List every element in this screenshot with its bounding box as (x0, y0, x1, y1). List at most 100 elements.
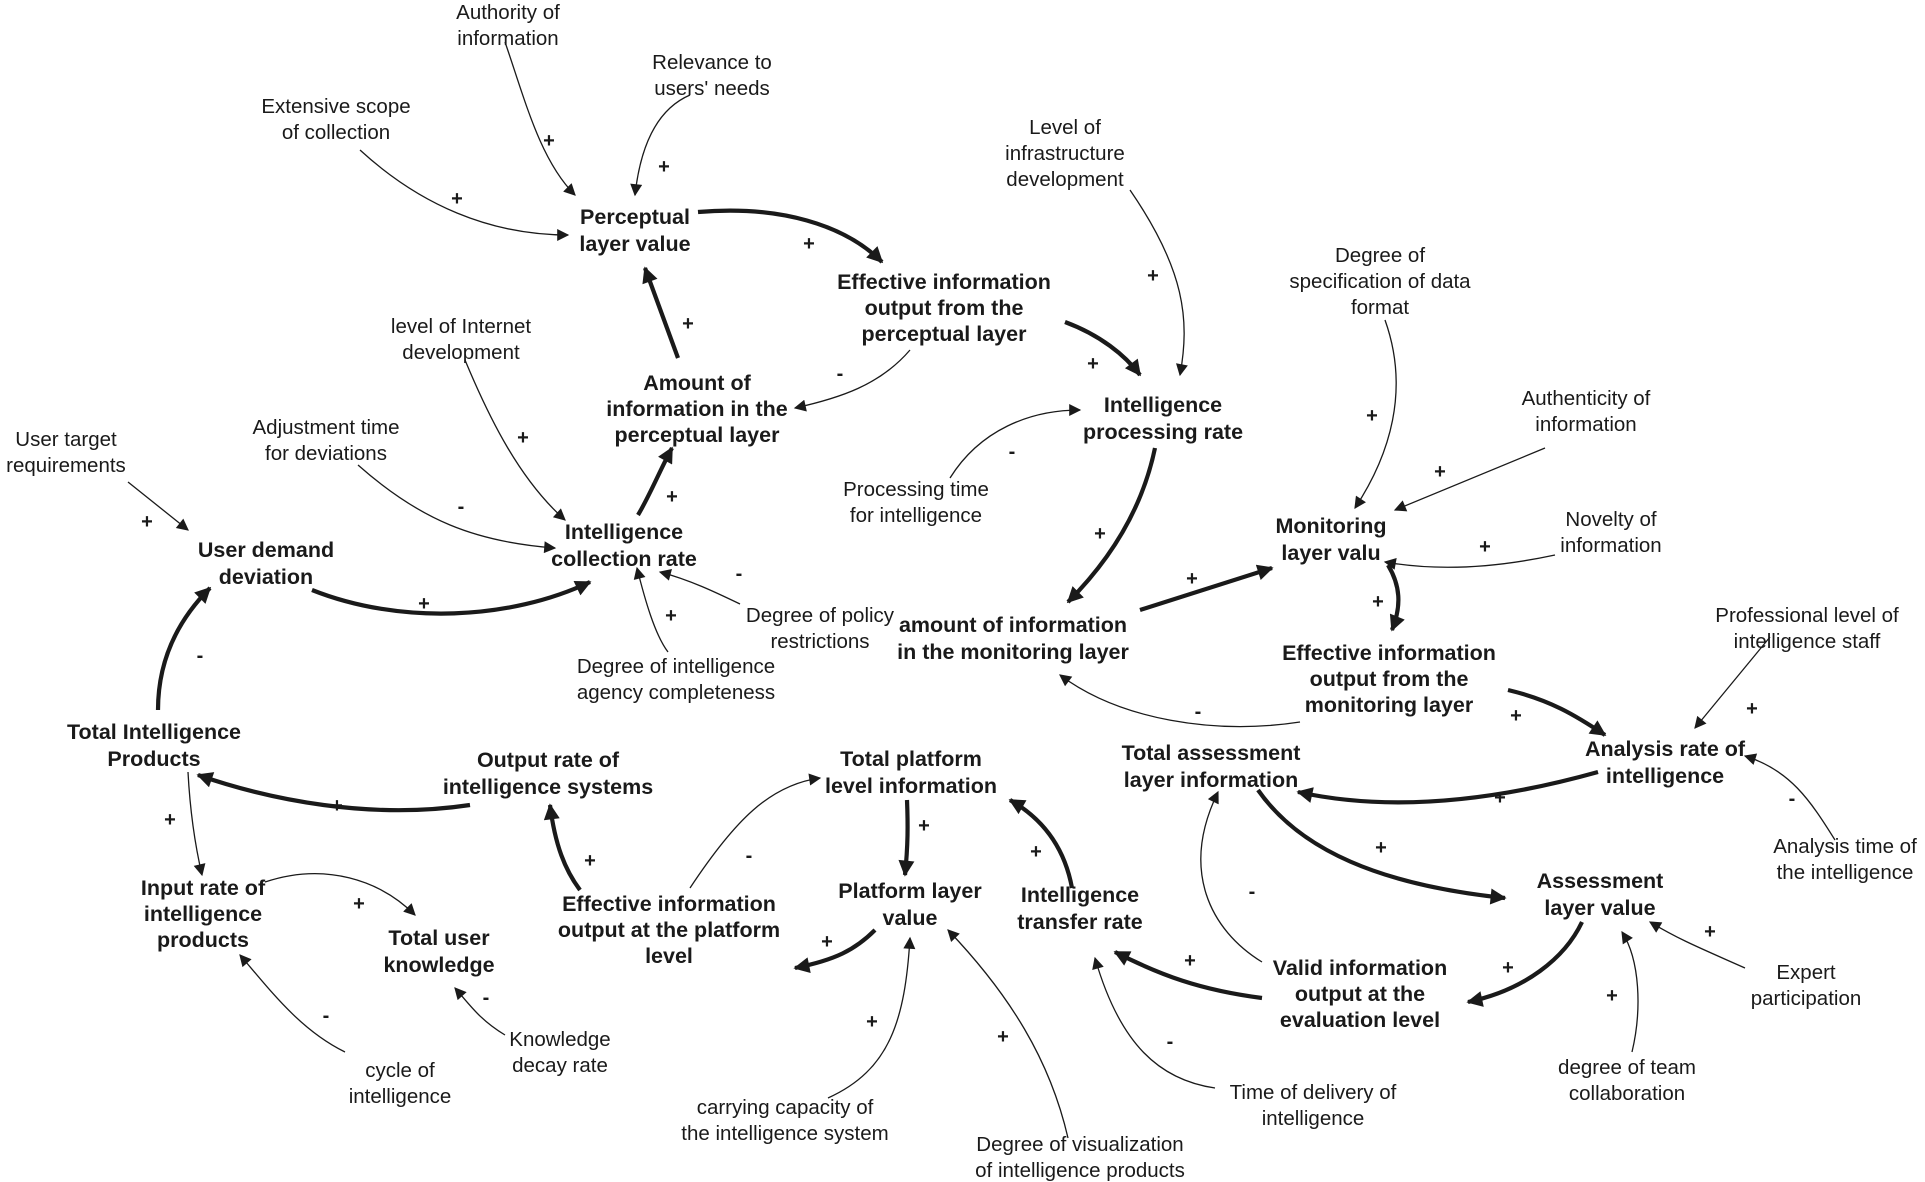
sign-processing-monitoring: + (1094, 523, 1106, 545)
link-transfer-totalplatform (1008, 798, 1075, 889)
link-processingtime-processing (949, 404, 1082, 479)
link-effmonitoring-amountmonitoring (1059, 674, 1301, 728)
link-assessment-valid (1466, 921, 1584, 1007)
link-agency-collection (633, 566, 669, 653)
link-authenticity-monitoring (1393, 447, 1546, 512)
sign-effplatform-output: + (584, 850, 596, 872)
link-authority-perceptual (504, 41, 576, 196)
sign-infra: + (1147, 265, 1159, 287)
link-effmonitoring-analysis (1507, 687, 1607, 737)
link-decay-knowledge (454, 987, 506, 1036)
link-relevance-perceptual (630, 94, 691, 197)
thin-links (127, 41, 1836, 1139)
link-effplatform-outputsystems (543, 803, 582, 892)
sign-authenticity: + (1434, 461, 1446, 483)
sign-expert: + (1704, 921, 1716, 943)
sign-collection-amount: + (666, 486, 678, 508)
link-amountmonitoring-monitoring (1139, 564, 1274, 613)
sign-platformvalue-effplatform: + (821, 931, 833, 953)
link-analysis-totalassessment (1296, 769, 1599, 805)
link-platformvalue-effplatform (793, 928, 877, 974)
sign-carrying: + (866, 1011, 878, 1033)
link-inputrate-knowledge (264, 873, 416, 916)
sign-amount-perceptual: + (682, 313, 694, 335)
sign-outputsystems-products: + (331, 795, 343, 817)
link-demand-collection (311, 580, 592, 616)
link-internet-collection (464, 359, 566, 521)
link-amountperceptual-perceptual (642, 266, 680, 359)
link-totalplatform-platformvalue (898, 799, 915, 877)
link-products-inputrate (187, 771, 206, 877)
link-adjustment-collection (357, 464, 557, 554)
link-effperceptual-processing (1064, 320, 1142, 377)
link-infra-processing (1129, 189, 1188, 377)
link-collection-amountperceptual (636, 446, 674, 517)
sign-assessment-valid: + (1502, 957, 1514, 979)
sign-authority: + (543, 130, 555, 152)
link-outputsystems-products (196, 772, 471, 813)
sign-valid-totalassessment: - (1249, 881, 1256, 903)
sign-relevance: + (658, 156, 670, 178)
sign-effplatform-totalplatform: - (746, 845, 753, 867)
sign-inputrate-knowledge: + (353, 893, 365, 915)
sign-specformat: + (1366, 405, 1378, 427)
sign-effmon-amount: - (1195, 701, 1202, 723)
sign-perceptual-eff: + (803, 233, 815, 255)
sign-agency: + (665, 605, 677, 627)
sign-policy: - (736, 563, 743, 585)
sign-products-inputrate: + (164, 809, 176, 831)
link-products-demand (155, 586, 212, 711)
link-extensive-perceptual (359, 149, 570, 241)
link-processing-amountmonitoring (1066, 447, 1158, 604)
thick-links (155, 208, 1607, 1007)
sign-processingtime: - (1009, 441, 1016, 463)
link-carrying-platformvalue (827, 936, 916, 1099)
link-policy-collection (658, 568, 741, 605)
sign-team: + (1606, 985, 1618, 1007)
link-delivery-transfer (1092, 956, 1216, 1089)
link-novelty-monitoring (1383, 554, 1556, 570)
link-valid-transfer (1113, 950, 1263, 1001)
sign-effperc-amount: - (837, 363, 844, 385)
link-visualization-platformvalue (947, 929, 1069, 1139)
link-expert-assessment (1648, 921, 1746, 969)
sign-extensive: + (451, 188, 463, 210)
sign-valid-transfer: + (1184, 950, 1196, 972)
link-effplatform-totalplatform (689, 773, 822, 889)
link-cycle-inputrate (239, 954, 346, 1053)
sign-novelty: + (1479, 536, 1491, 558)
